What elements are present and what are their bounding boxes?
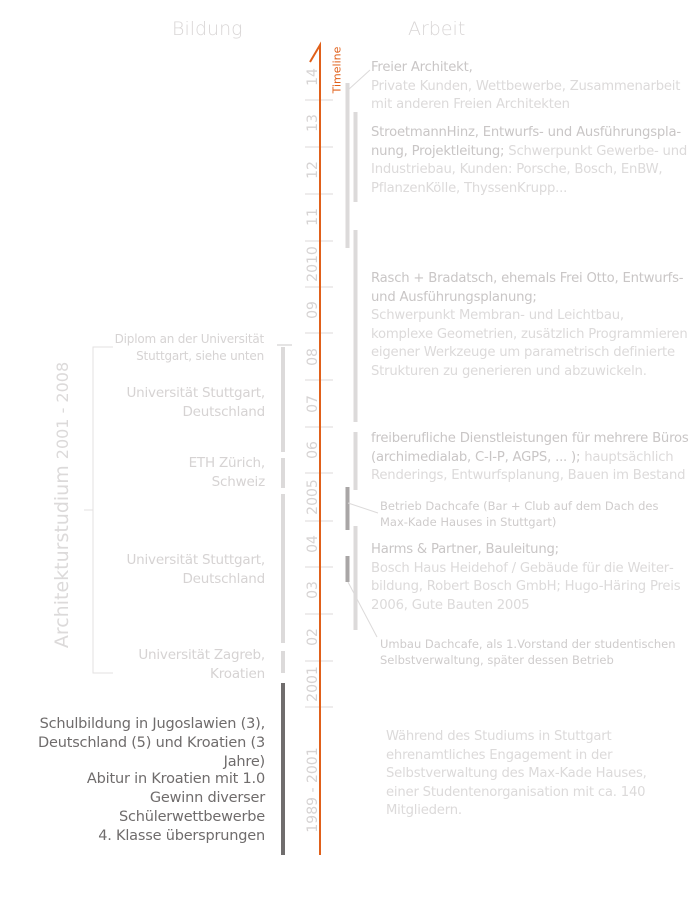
school-achievements: Abitur in Kroatien mit 1.0 Gewinn divers… bbox=[86, 771, 265, 844]
side-note-dachcafe-umbau: Umbau Dachcafe, als 1.Vorstand der stude… bbox=[380, 637, 676, 667]
year-label: 09 bbox=[305, 301, 321, 319]
year-label: 2005 bbox=[305, 479, 321, 515]
education-item-stuttgart: Universität Stuttgart,Deutschland bbox=[126, 385, 265, 420]
connector-lines bbox=[347, 69, 379, 638]
side-note-dachcafe-betrieb: Betrieb Dachcafe (Bar + Club auf dem Dac… bbox=[380, 499, 659, 529]
year-label: 2010 bbox=[305, 246, 321, 282]
study-title: Architekturstudium 2001 - 2008 bbox=[51, 361, 73, 649]
year-label: 02 bbox=[305, 628, 321, 646]
education-item-stuttgart-2: Universität Stuttgart,Deutschland bbox=[126, 552, 265, 587]
volunteer-text: Während des Studiums in Stuttgart ehrena… bbox=[386, 729, 647, 818]
school-education: Schulbildung in Jugoslawien (3),Deutschl… bbox=[38, 716, 265, 770]
education-bars bbox=[277, 344, 292, 855]
work-item-harms-partner: Harms & Partner, Bauleitung;Bosch Haus H… bbox=[371, 542, 681, 613]
work-item-stroetmannhinz: StroetmannHinz, Entwurfs- und Ausführung… bbox=[371, 125, 688, 196]
year-label: 14 bbox=[305, 68, 321, 86]
study-bracket bbox=[84, 346, 113, 674]
school-period-label: 1989 - 2001 bbox=[305, 747, 321, 833]
year-label: 03 bbox=[305, 581, 321, 599]
year-label: 07 bbox=[305, 395, 321, 413]
education-item-eth: ETH Zürich,Schweiz bbox=[188, 455, 266, 490]
work-bars bbox=[345, 83, 358, 630]
year-label: 08 bbox=[305, 348, 321, 366]
timeline-label: Timeline bbox=[330, 46, 344, 94]
work-item-rasch-bradatsch: Rasch + Bradatsch, ehemals Frei Otto, En… bbox=[371, 271, 688, 379]
work-item-freier-architekt: Freier Architekt,Private Kunden, Wettbew… bbox=[371, 60, 681, 112]
education-item-zagreb: Universität Zagreb,Kroatien bbox=[138, 647, 265, 682]
year-label: 06 bbox=[305, 441, 321, 459]
year-label: 04 bbox=[305, 535, 321, 553]
year-label: 11 bbox=[305, 208, 321, 226]
education-header: Bildung bbox=[172, 18, 243, 40]
year-label: 13 bbox=[305, 114, 321, 132]
work-item-freiberuflich: freiberufliche Dienstleistungen für mehr… bbox=[371, 431, 689, 483]
timeline-axis bbox=[309, 41, 321, 855]
year-label: 2001 bbox=[305, 666, 321, 702]
work-header: Arbeit bbox=[408, 18, 466, 40]
year-label: 12 bbox=[305, 161, 321, 179]
